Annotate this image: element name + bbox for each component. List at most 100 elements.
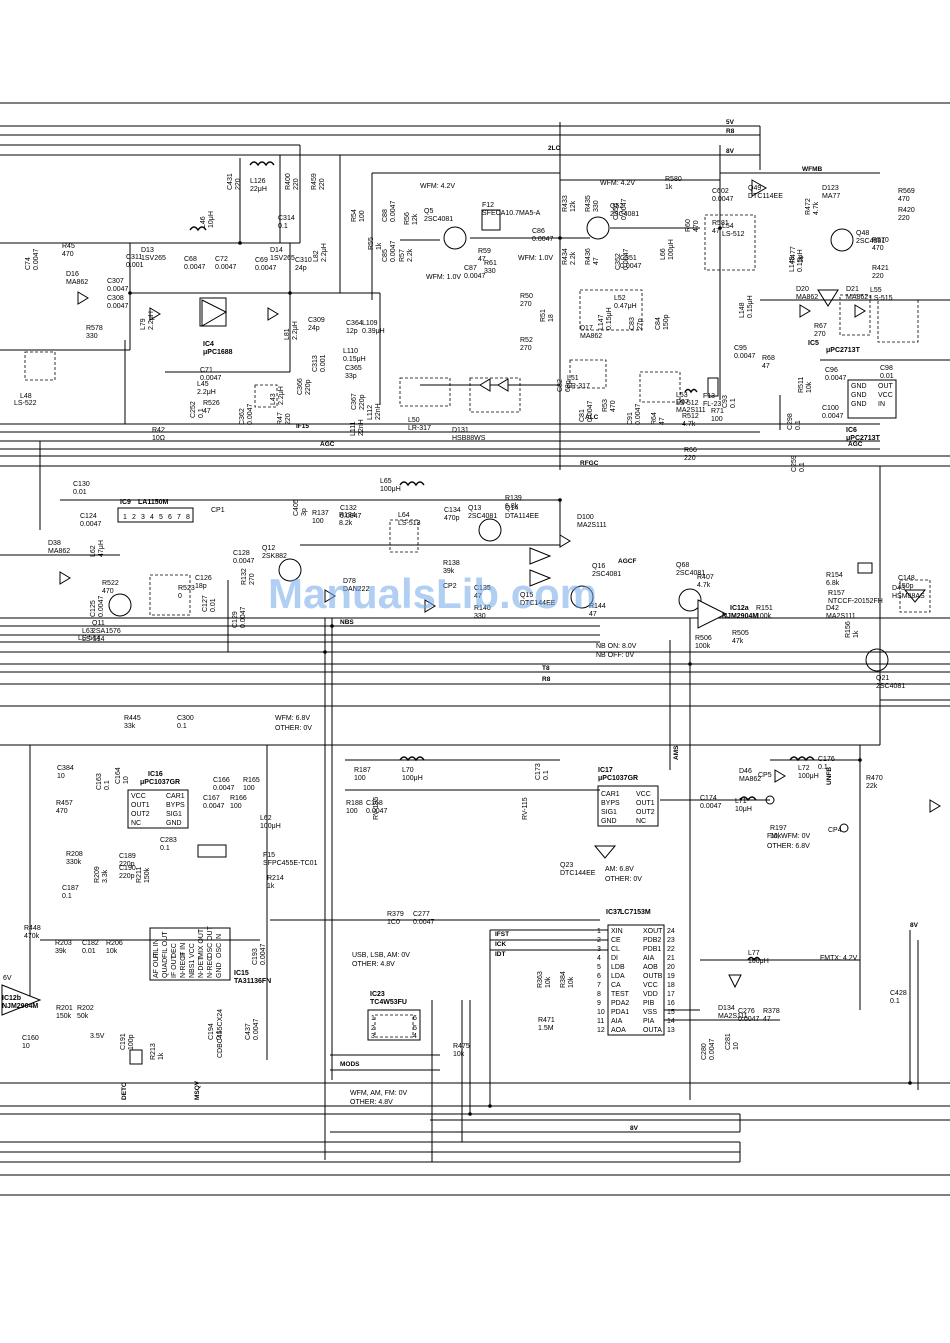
component-ref: C182 <box>82 940 99 947</box>
semiconductor-part: 2SA1576 <box>92 628 121 635</box>
semiconductor-ref: D20 <box>796 286 809 293</box>
ic17-pin: NC <box>636 818 646 825</box>
component-ref: C174 <box>700 795 717 802</box>
component-ref: C128 <box>233 550 250 557</box>
component-value: 10Ω <box>152 435 165 442</box>
ic37-pin-number: 5 <box>597 964 601 971</box>
semiconductor-part: MA862 <box>580 333 602 340</box>
ic37-pin-number: 14 <box>667 1018 675 1025</box>
semiconductor-ref: D16 <box>66 271 79 278</box>
component-value: LS-512 <box>722 231 745 238</box>
semiconductor-part: 2SC4081 <box>592 571 621 578</box>
ic5-part: μPC2713T <box>826 347 861 354</box>
component-value: 220p <box>119 861 135 868</box>
component-ref: C431 <box>227 173 234 190</box>
semiconductor-part: MA2S111 <box>718 1013 748 1020</box>
note-other68: OTHER: 6.8V <box>767 843 810 850</box>
ic6-ref: IC6 <box>846 427 857 434</box>
ic15-pin: QUAD <box>162 958 169 978</box>
component-ref: L53 <box>676 392 688 399</box>
semiconductor-part: 2SC4081 <box>424 216 453 223</box>
component-value: LR-317 <box>408 425 431 432</box>
semiconductor-ref: Q11 <box>92 620 105 627</box>
component-ref: R59 <box>478 248 491 255</box>
ic6-pin: OUT <box>878 383 894 390</box>
ic37-pin-number: 19 <box>667 973 675 980</box>
component-ref: R165 <box>243 777 260 784</box>
cp1-label: CP1 <box>211 507 225 514</box>
component-value: SFECA10.7MA5-A <box>482 210 541 217</box>
component-value: 100 <box>243 785 255 792</box>
component-ref: C95 <box>734 345 747 352</box>
component-ref: C125 <box>90 600 97 617</box>
component-value: 470 <box>610 400 617 412</box>
ic6-pin: GND <box>851 401 867 408</box>
ic5-ref: IC5 <box>808 340 819 347</box>
component-value: SFPC455E-TC01 <box>263 860 318 867</box>
component-value: 100 <box>230 803 242 810</box>
component-ref: R471 <box>538 1017 555 1024</box>
semiconductor-ref: D78 <box>343 578 356 585</box>
net-r8-mid: R8 <box>542 676 551 683</box>
component-value: 150k <box>144 867 151 883</box>
ic6-pin: IN <box>878 401 885 408</box>
semiconductor-ref: D134 <box>718 1005 735 1012</box>
ic37-pin: PIB <box>643 1000 655 1007</box>
component-value: 470 <box>693 220 700 232</box>
component-value: 50k <box>77 1013 89 1020</box>
component-ref: R64 <box>651 412 658 425</box>
component-value: 0.15μH <box>797 249 804 272</box>
component-value: 2.2μH <box>278 386 285 405</box>
component-ref: R132 <box>241 568 248 585</box>
trunk-lines <box>29 122 919 1162</box>
net-agc-1: AGC <box>320 441 335 448</box>
component-value: 470 <box>872 245 884 252</box>
ic12b-part: NJM2904M <box>2 1003 38 1010</box>
semiconductor-ref: D13 <box>141 247 154 254</box>
component-ref: C96 <box>825 367 838 374</box>
ic16-pin: NC <box>131 820 141 827</box>
ic15-pin: FIL IN <box>153 939 160 958</box>
component-ref: C83 <box>629 317 636 330</box>
component-value: 100 <box>711 416 723 423</box>
ic9-pin-number: 7 <box>177 514 181 521</box>
ic23-pin-number: 6 <box>413 1015 417 1022</box>
semiconductor-part: MA77 <box>822 193 840 200</box>
ic15-pins: FIL IN FIL OUT DEC IF IN VCC MIX OUT OSC… <box>153 925 223 978</box>
component-ref: R54 <box>351 209 358 222</box>
component-value: 470k <box>24 933 40 940</box>
component-value: 18 <box>548 314 555 322</box>
component-ref: C166 <box>213 777 230 784</box>
component-ref: C362 <box>239 408 246 425</box>
component-ref: L72 <box>798 765 810 772</box>
component-value: 0 <box>178 593 182 600</box>
semiconductor-ref: D43 <box>892 585 905 592</box>
ic23-pin-number: 3 <box>371 1033 375 1040</box>
component-value: 0.0047 <box>33 248 40 270</box>
component-ref: R206 <box>106 940 123 947</box>
component-ref: C189 <box>119 853 136 860</box>
component-value: 10k <box>545 976 552 988</box>
component-ref: C252 <box>190 401 197 418</box>
component-ref: C127 <box>202 595 209 612</box>
component-ref: C88 <box>382 209 389 222</box>
note-fmtx: FMTX: 4.2V <box>820 955 858 962</box>
component-ref: R384 <box>560 971 567 988</box>
component-value: 47 <box>659 417 666 425</box>
semiconductor-part: 1SV265 <box>270 255 295 262</box>
semiconductor-ref: Q49 <box>748 185 761 192</box>
net-agc-2: AGC <box>848 441 863 448</box>
component-value: 0.0047 <box>366 808 388 815</box>
component-value: LR-317 <box>567 383 590 390</box>
component-value: 2.2μH <box>321 243 328 262</box>
component-ref: R523 <box>178 585 195 592</box>
component-ref: C300 <box>177 715 194 722</box>
component-ref: R47 <box>277 412 284 425</box>
component-ref: C84 <box>655 317 662 330</box>
semiconductor-part: DTC144EE <box>560 870 596 877</box>
component-ref: R475 <box>453 1043 470 1050</box>
component-value: 220 <box>319 178 326 190</box>
component-ref: R140 <box>474 605 491 612</box>
component-ref: R68 <box>762 355 775 362</box>
